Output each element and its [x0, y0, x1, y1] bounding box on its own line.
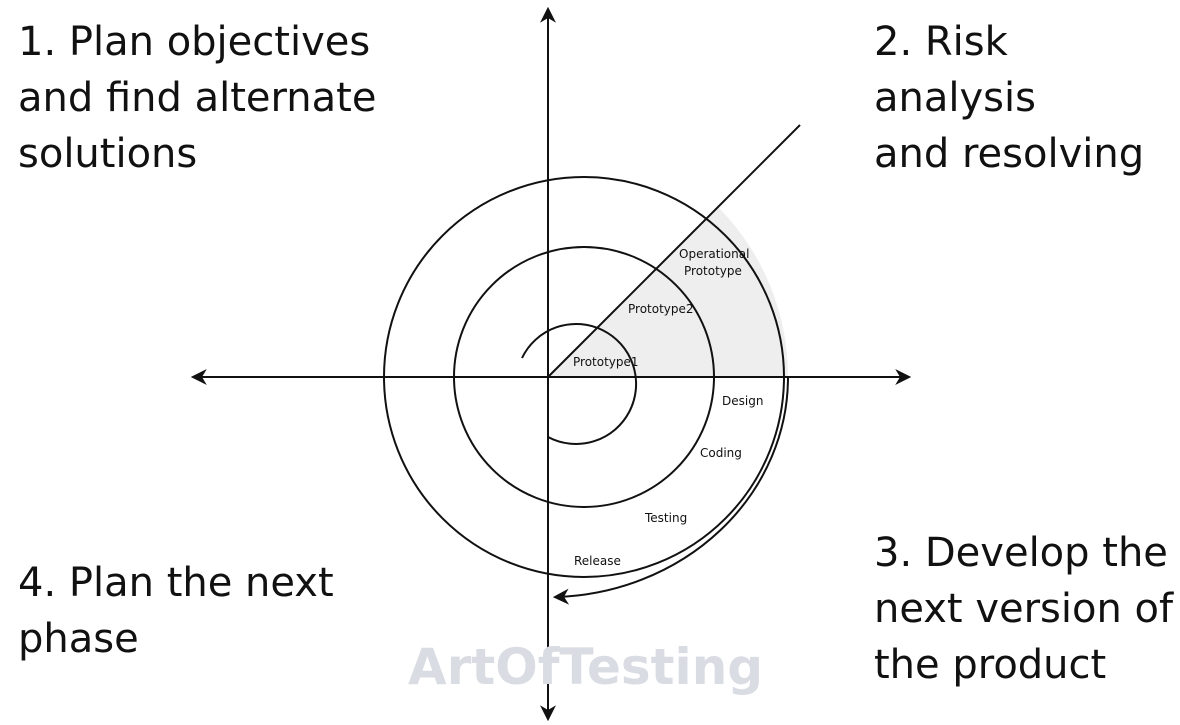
diagonal-line: [547, 124, 801, 378]
stage-testing-label: Testing: [644, 511, 687, 525]
release-arrow-arc: [552, 376, 789, 605]
prototype2-label: Prototype2: [628, 302, 694, 316]
watermark-logo: ArtOfTesting: [408, 638, 763, 696]
quadrant-4-label: 4. Plan the next phase: [18, 560, 334, 662]
stage-release-label: Release: [574, 554, 621, 568]
quadrant-2-label: 2. Risk analysis and resolving: [874, 19, 1145, 177]
stage-coding-label: Coding: [700, 446, 742, 460]
quadrant-1-label: 1. Plan objectives and find alternate so…: [18, 19, 377, 177]
quadrant-3-label: 3. Develop the next version of the produ…: [874, 530, 1174, 688]
spiral-outer-ring: [383, 176, 785, 578]
operational-prototype-label-line2: Prototype: [684, 264, 742, 278]
shaded-prototype-region: [548, 207, 789, 377]
operational-prototype-label-line1: Operational: [679, 247, 749, 261]
spiral-inner-arc: [521, 323, 638, 445]
stage-design-label: Design: [722, 394, 763, 408]
spiral-middle-ring: [453, 246, 715, 508]
prototype1-label: Prototype1: [573, 355, 639, 369]
